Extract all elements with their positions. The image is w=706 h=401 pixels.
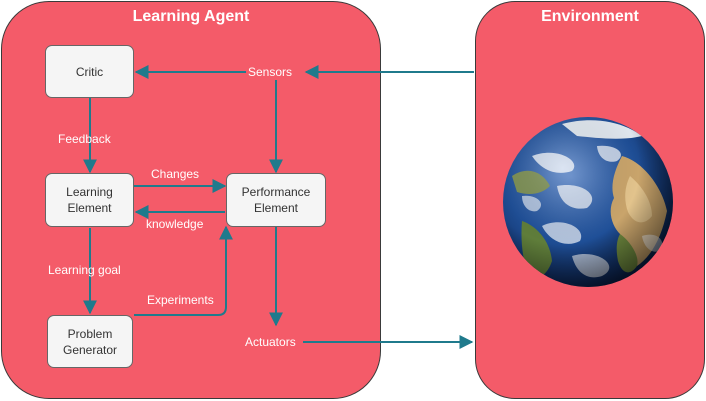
learning-element-node: Learning Element: [45, 173, 134, 227]
critic-node: Critic: [45, 45, 134, 98]
learning-goal-label: Learning goal: [48, 263, 121, 277]
problem-generator-node: Problem Generator: [47, 315, 133, 368]
experiments-label: Experiments: [147, 293, 214, 307]
feedback-label: Feedback: [58, 132, 111, 146]
knowledge-label: knowledge: [146, 217, 204, 231]
environment-title: Environment: [541, 8, 639, 25]
edge-experiments: [134, 225, 233, 316]
learning-agent-title: Learning Agent: [132, 8, 250, 25]
performance-element-node: Performance Element: [226, 173, 326, 227]
actuators-label: Actuators: [243, 335, 298, 349]
earth-globe-icon: [503, 117, 673, 287]
changes-label: Changes: [151, 167, 200, 181]
sensors-label: Sensors: [246, 65, 295, 79]
